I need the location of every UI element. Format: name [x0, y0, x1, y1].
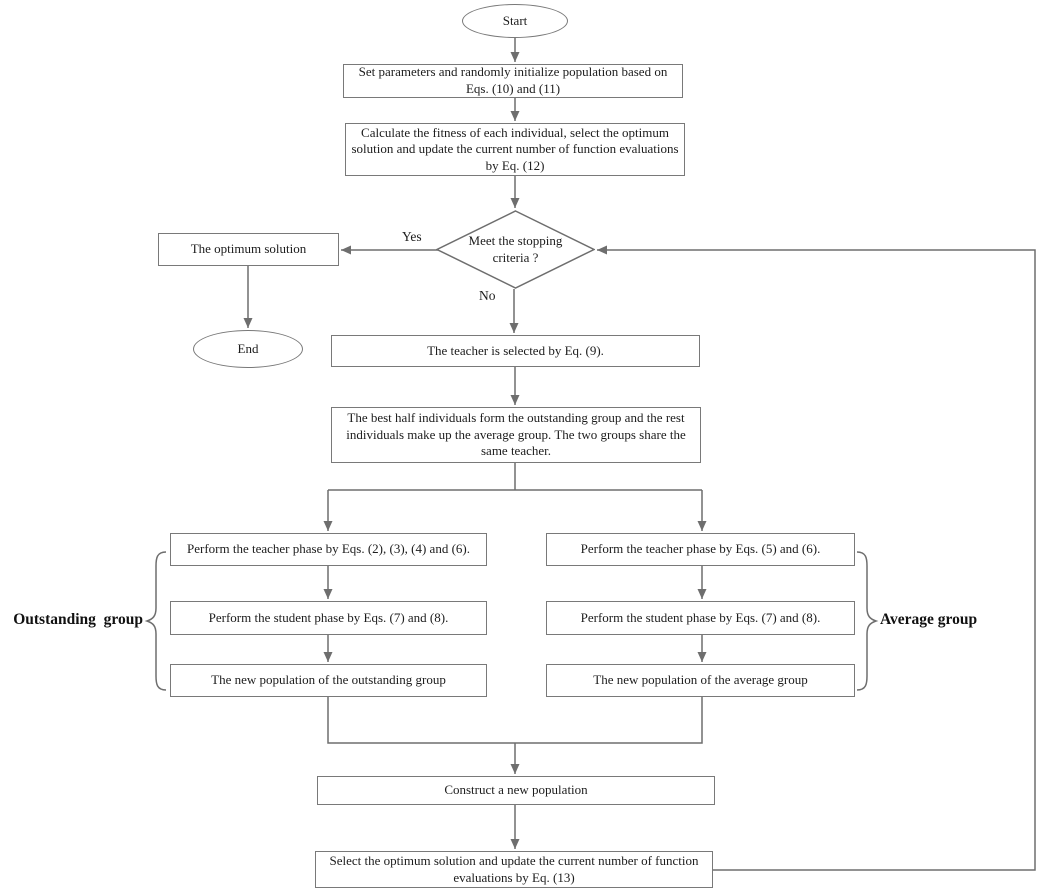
- node-average-new-population: The new population of the average group: [546, 664, 855, 697]
- edge-feedback-loop: [597, 245, 1036, 871]
- node-average-teacher-phase: Perform the teacher phase by Eqs. (5) an…: [546, 533, 855, 566]
- node-teacher-selection: The teacher is selected by Eq. (9).: [331, 335, 700, 367]
- decision-diamond-shape: [436, 210, 595, 289]
- split-connector: [328, 463, 702, 491]
- node-start: Start: [462, 4, 568, 38]
- average-group-label: Average group: [880, 611, 978, 628]
- node-outstanding-teacher-phase: Perform the teacher phase by Eqs. (2), (…: [170, 533, 487, 566]
- node-construct-population: Construct a new population: [317, 776, 715, 805]
- yes-edge-label: Yes: [402, 229, 422, 244]
- node-optimum-solution: The optimum solution: [158, 233, 339, 266]
- outstanding-group-label: Outstanding group: [13, 611, 143, 628]
- average-group-brace: [856, 551, 879, 691]
- outstanding-group-brace: [144, 551, 167, 691]
- node-select-optimum: Select the optimum solution and update t…: [315, 851, 713, 888]
- node-outstanding-student-phase: Perform the student phase by Eqs. (7) an…: [170, 601, 487, 635]
- decision-label: Meet the stopping criteria ?: [468, 232, 563, 265]
- merge-connector: [327, 697, 703, 744]
- node-outstanding-new-population: The new population of the outstanding gr…: [170, 664, 487, 697]
- node-init-population: Set parameters and randomly initialize p…: [343, 64, 683, 98]
- no-edge-label: No: [479, 288, 496, 303]
- node-calculate-fitness: Calculate the fitness of each individual…: [345, 123, 685, 176]
- node-average-student-phase: Perform the student phase by Eqs. (7) an…: [546, 601, 855, 635]
- node-stopping-criteria-decision: Meet the stopping criteria ?: [436, 210, 595, 289]
- node-grouping: The best half individuals form the outst…: [331, 407, 701, 463]
- node-end: End: [193, 330, 303, 368]
